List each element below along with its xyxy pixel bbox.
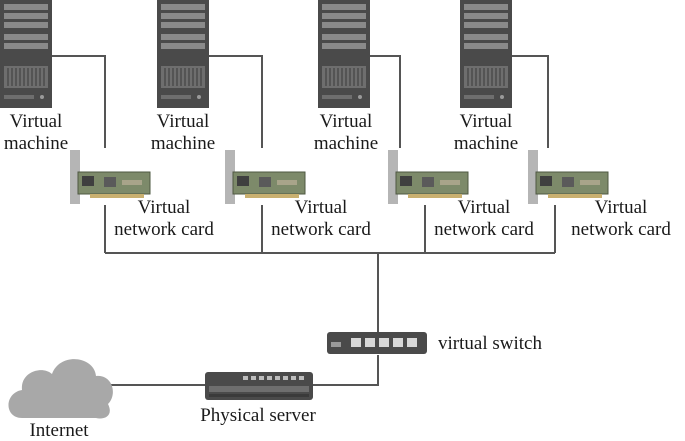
switch-to-server	[312, 355, 379, 386]
physical-server-device	[205, 372, 313, 400]
vm-label-3-line2: machine	[313, 133, 379, 154]
vm-label-1: Virtual machine	[0, 111, 72, 155]
nic-label-2: Virtual network card	[260, 197, 382, 241]
nic-label-3: Virtual network card	[423, 197, 545, 241]
vm-label-3: Virtual machine	[306, 111, 386, 155]
nic-label-1-line1: Virtual	[137, 197, 191, 218]
nic-label-3-line2: network card	[434, 219, 534, 240]
virtual-switch-device	[327, 332, 427, 354]
nic-label-4-line2: network card	[571, 219, 671, 240]
vm-label-1-line2: machine	[3, 133, 69, 154]
nic-label-1: Virtual network card	[103, 197, 225, 241]
vm1-link	[40, 55, 106, 148]
vm-label-4-line2: machine	[453, 133, 519, 154]
nic-card-1	[70, 150, 151, 204]
nic-label-3-line1: Virtual	[457, 197, 511, 218]
vm-label-4-line1: Virtual	[459, 111, 513, 132]
nic-card-2	[225, 150, 306, 204]
vm-tower-4	[460, 0, 512, 108]
nic-label-4: Virtual network card	[560, 197, 682, 241]
vm-label-2-line1: Virtual	[156, 111, 210, 132]
nic-card-3	[388, 150, 469, 204]
nic-label-4-line1: Virtual	[594, 197, 648, 218]
nic-label-2-line1: Virtual	[294, 197, 348, 218]
nic-card-4	[528, 150, 609, 204]
nic-label-2-line2: network card	[271, 219, 371, 240]
vm-label-2-line2: machine	[150, 133, 216, 154]
vm-label-2: Virtual machine	[143, 111, 223, 155]
vm4-link	[498, 55, 549, 148]
vm-tower-1	[0, 0, 52, 108]
vm2-link	[195, 55, 263, 148]
switch-label: virtual switch	[438, 333, 542, 354]
nic-label-1-line2: network card	[114, 219, 214, 240]
vm-label-1-line1: Virtual	[9, 111, 63, 132]
vm-tower-2	[157, 0, 209, 108]
vm-label-4: Virtual machine	[446, 111, 526, 155]
internet-cloud-icon	[8, 359, 113, 419]
internet-label: Internet	[29, 420, 89, 441]
server-label: Physical server	[200, 405, 316, 426]
vm-label-3-line1: Virtual	[319, 111, 373, 132]
vm-tower-3	[318, 0, 370, 108]
